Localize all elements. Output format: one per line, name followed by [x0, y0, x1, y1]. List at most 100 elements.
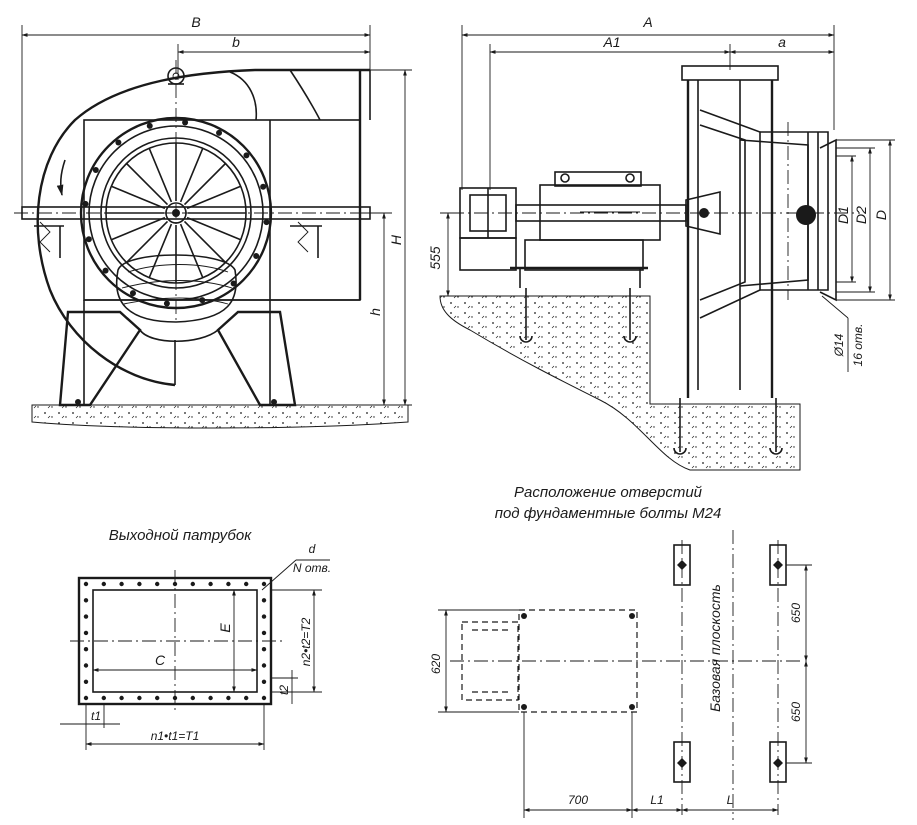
outlet-title: Выходной патрубок [109, 527, 252, 544]
outlet-bolt-hole [261, 663, 267, 668]
impeller-blade [183, 162, 227, 206]
dim-650-bottom-label: 650 [789, 702, 803, 722]
dim-b-label: b [232, 34, 240, 50]
outlet-bolt-hole [261, 630, 267, 636]
outlet-bolt-hole [119, 695, 124, 701]
hole-count-label: 16 отв. [851, 324, 865, 367]
flange-bolt [182, 119, 189, 126]
anchor-hook [769, 447, 783, 455]
flange-bolt [82, 200, 89, 207]
dim-620-label: 620 [429, 654, 443, 674]
impeller-blade [125, 162, 169, 206]
base-plane-label: Базовая плоскость [707, 584, 723, 712]
outlet-flange-view: Выходной патрубок d N отв. C E n2•t2=T2 … [60, 527, 331, 750]
bolts-title-line2: под фундаментные болты М24 [495, 505, 722, 522]
impeller-blade [186, 216, 241, 241]
dim-t1-label: t1 [91, 709, 101, 723]
outlet-bolt-hole [190, 695, 195, 701]
anchor-hook [519, 335, 533, 343]
impeller-blade [179, 148, 204, 203]
outlet-bolt-hole [244, 695, 249, 701]
dim-E-label: E [217, 623, 233, 633]
outlet-bolt-hole [83, 598, 89, 603]
bolt-layout-plan: Расположение отверстий под фундаментные … [429, 484, 812, 820]
outlet-bolt-hole [83, 663, 89, 668]
impeller-blade [148, 148, 173, 203]
dim-N-label: N отв. [293, 561, 331, 575]
flange-bolt [129, 290, 136, 297]
dim-h-label: h [367, 308, 383, 316]
outlet-bolt-hole [261, 679, 267, 684]
dim-d-label: d [309, 542, 316, 556]
impeller-blade [186, 185, 241, 210]
dim-L1-label: L1 [650, 793, 663, 807]
flange-bolt [253, 253, 260, 260]
dim-a-label: a [778, 34, 786, 50]
front-view: B b [14, 14, 412, 429]
dim-A1-label: A1 [602, 34, 620, 50]
dim-700-label: 700 [568, 793, 588, 807]
outlet-bolt-hole [101, 581, 107, 587]
impeller-blade [111, 216, 166, 241]
outlet-bolt-hole [226, 581, 231, 587]
outlet-bolt-hole [261, 614, 267, 619]
dim-A-label: A [642, 14, 652, 30]
outlet-bolt-hole [155, 695, 160, 701]
outlet-bolt-hole [261, 598, 267, 603]
flange-bolt [263, 219, 270, 226]
anchor-hook [623, 335, 637, 343]
dim-t2-label: t2 [277, 685, 291, 695]
dim-C-label: C [155, 652, 166, 668]
impeller-blade [148, 223, 173, 278]
impeller-blade [111, 185, 166, 210]
dim-H-label: H [388, 234, 404, 245]
dim-D-label: D [873, 210, 889, 220]
outlet-bolt-hole [226, 695, 231, 701]
outlet-bolt-hole [83, 614, 89, 619]
flange-bolt [115, 139, 122, 146]
outlet-bolt-hole [190, 581, 195, 587]
outlet-bolt-hole [83, 630, 89, 636]
outlet-bolt-hole [155, 581, 160, 587]
flange-bolt [163, 300, 170, 307]
dim-D2-label: D2 [853, 206, 869, 224]
dim-L-label: L [727, 793, 734, 807]
hole-diameter-label: Ø14 [832, 333, 846, 357]
flange-bolt [85, 236, 92, 243]
outlet-bolt-hole [83, 581, 89, 587]
dim-555-label: 555 [427, 246, 443, 270]
outlet-bolt-hole [261, 647, 267, 652]
outlet-bolt-hole [208, 581, 213, 587]
dim-650-top-label: 650 [789, 603, 803, 623]
flange-bolt [260, 183, 267, 190]
outlet-bolt-hole [261, 581, 267, 587]
anchor-hook [673, 447, 687, 455]
impeller-blade [183, 220, 227, 264]
flange-bolt [216, 129, 223, 136]
outlet-bolt-hole [101, 695, 107, 701]
outlet-bolt-hole [83, 679, 89, 684]
outlet-bolt-hole [83, 647, 89, 652]
outlet-bolt-hole [261, 695, 267, 701]
flange-bolt [102, 267, 109, 274]
flange-bolt [243, 152, 250, 159]
side-view: A A1 a [427, 14, 895, 471]
dim-D1-label: D1 [835, 206, 851, 224]
dim-n2t2-label: n2•t2=T2 [299, 617, 313, 666]
outlet-bolt-hole [244, 581, 249, 587]
dim-B-label: B [191, 14, 200, 30]
outlet-bolt-hole [119, 581, 124, 587]
impeller-blade [125, 220, 169, 264]
flange-bolt [92, 166, 99, 173]
outlet-bolt-hole [83, 695, 89, 701]
flange-bolt [230, 280, 237, 287]
outlet-bolt-hole [137, 695, 142, 701]
outlet-bolt-hole [137, 581, 142, 587]
bolts-title-line1: Расположение отверстий [514, 484, 703, 501]
flange-bolt [199, 297, 206, 304]
dim-n1t1-label: n1•t1=T1 [151, 729, 200, 743]
outlet-bolt-hole [208, 695, 213, 701]
impeller-blade [179, 223, 204, 278]
